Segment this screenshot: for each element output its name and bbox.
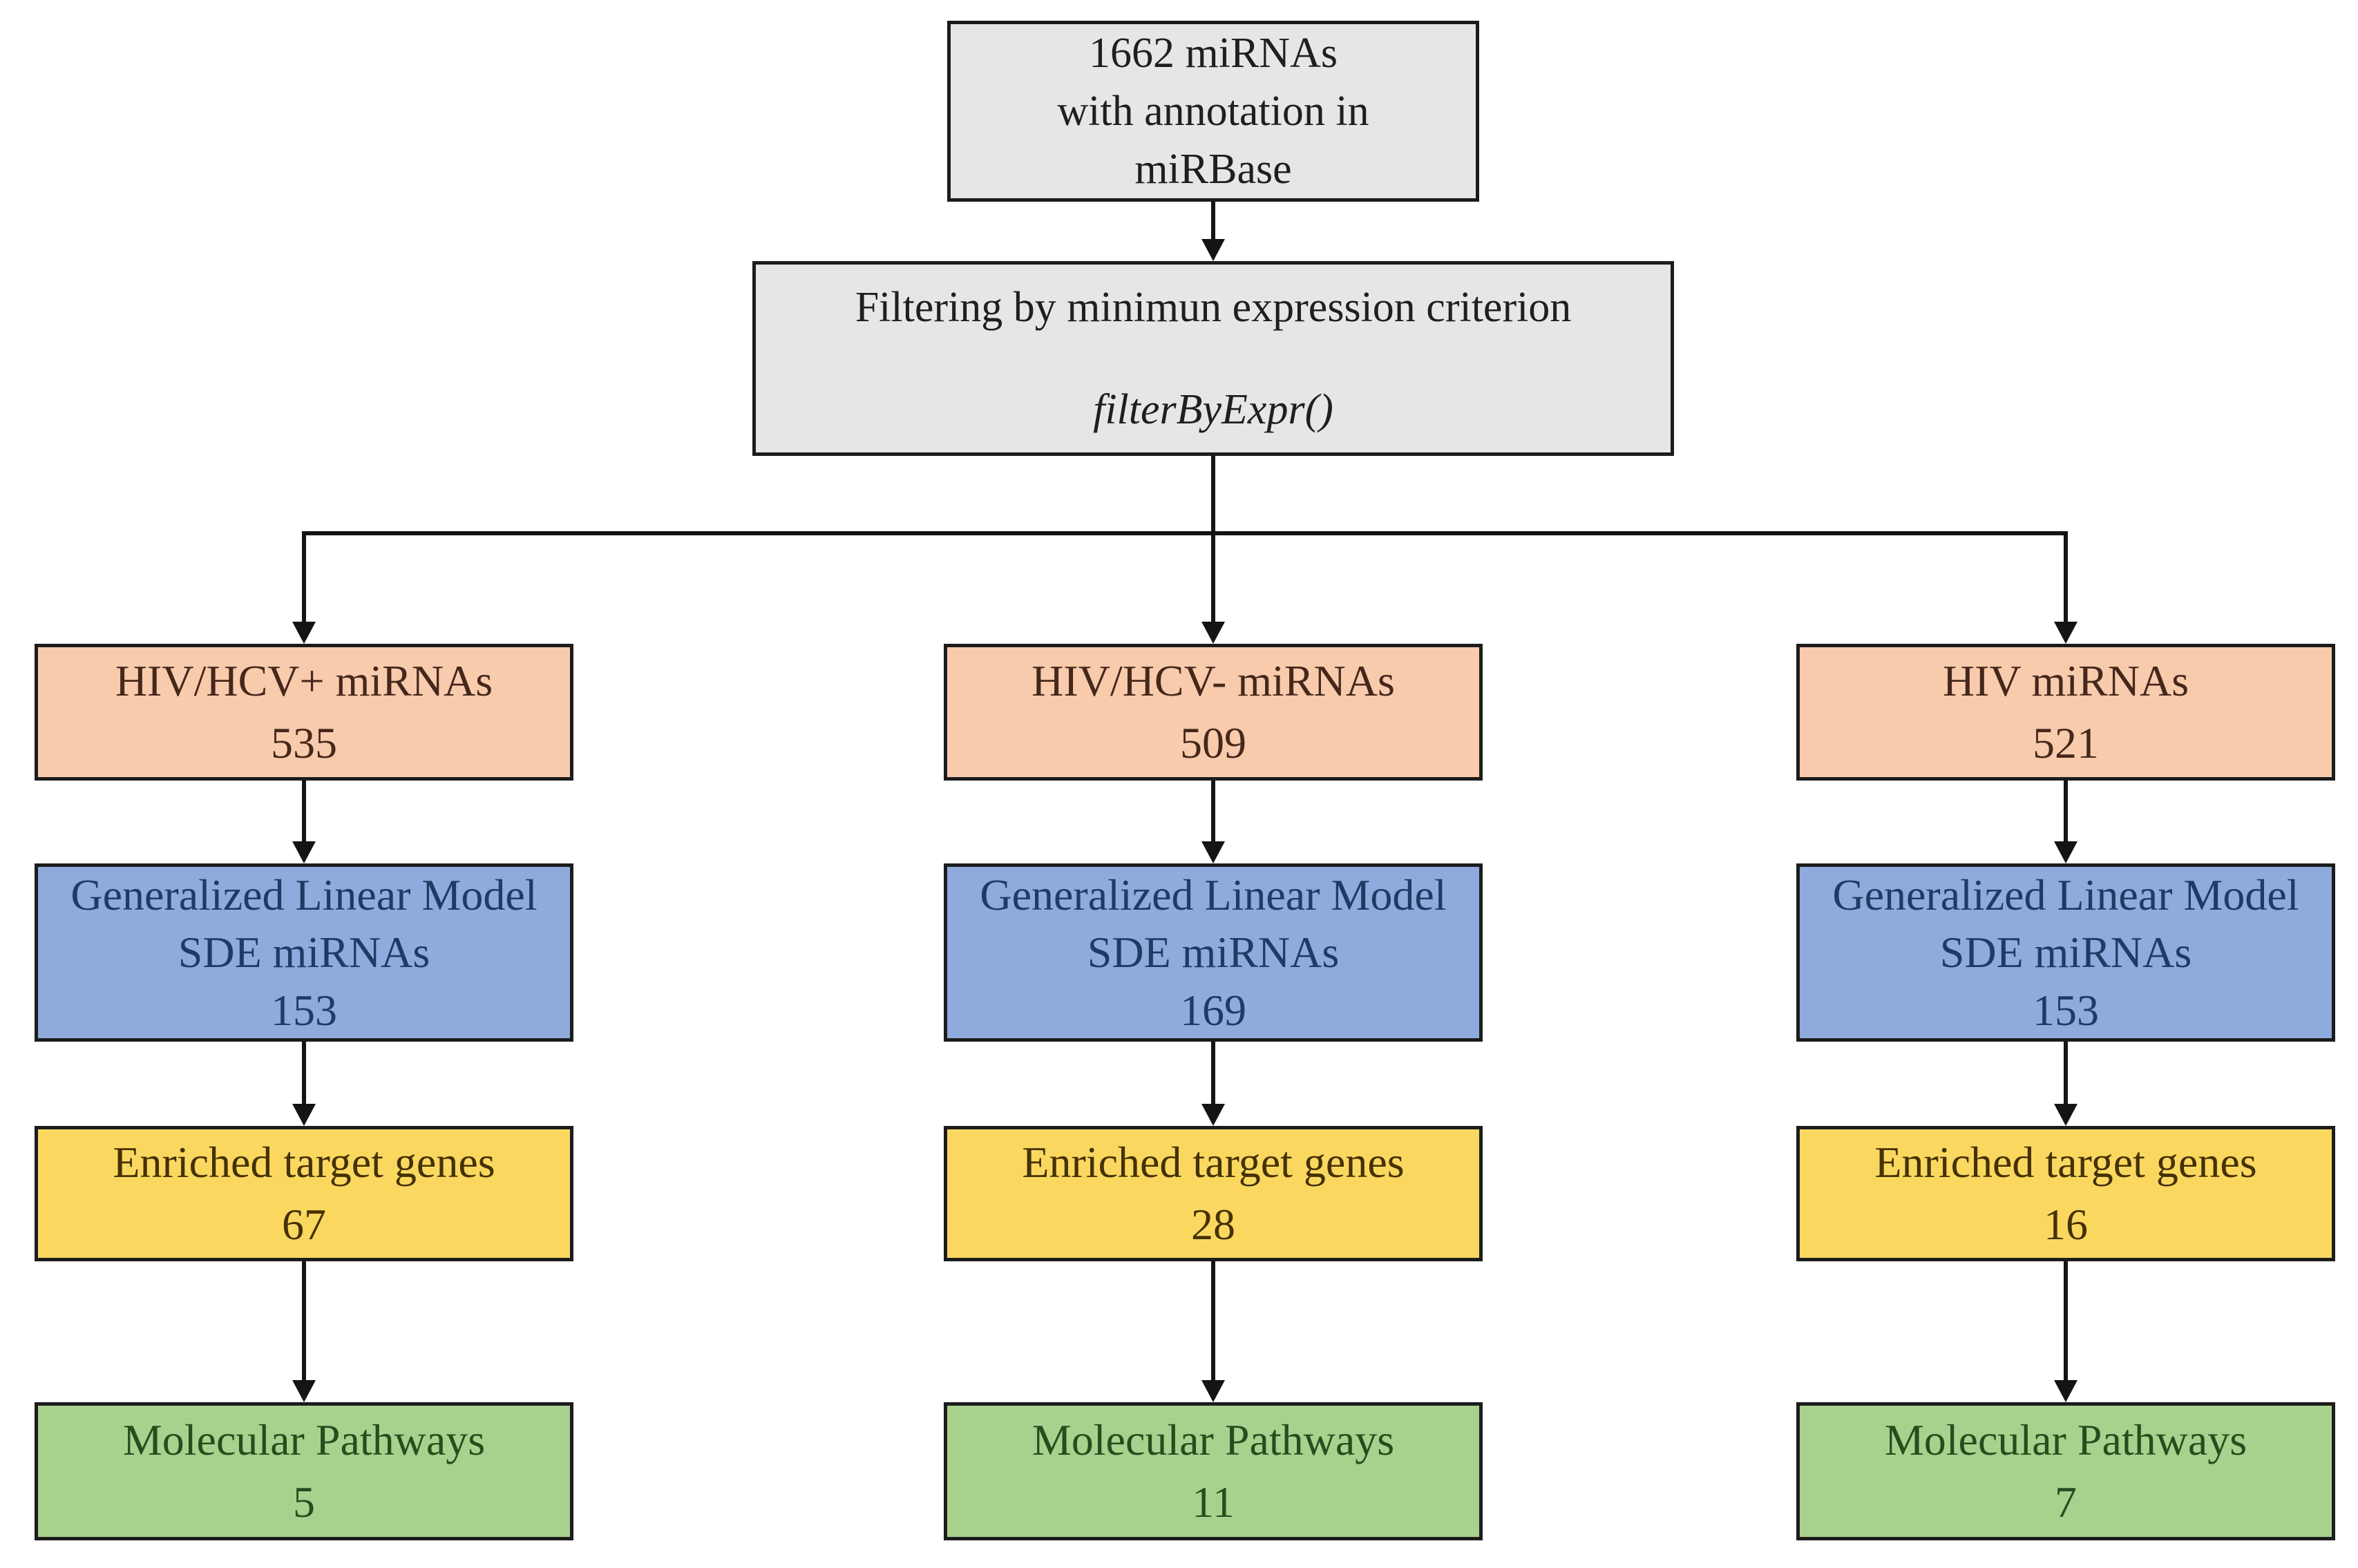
cohort-label: HIV miRNAs (1942, 656, 2189, 706)
cohort-box-hiv-hcv-negative: HIV/HCV- miRNAs 509 (944, 644, 1483, 781)
glm-line-2: SDE miRNAs (178, 928, 430, 977)
glm-count: 153 (2033, 985, 2099, 1035)
cohort-label: HIV/HCV- miRNAs (1031, 656, 1395, 706)
glm-line-1: Generalized Linear Model (980, 870, 1447, 920)
branch-drop-left-head (292, 622, 316, 644)
branch-stem-line (1211, 456, 1215, 533)
pathways-count: 5 (293, 1478, 315, 1527)
arrow-top-to-filter-shaft (1211, 202, 1215, 239)
cohort-box-hiv: HIV miRNAs 521 (1796, 644, 2335, 781)
branch-drop-left-shaft (302, 531, 306, 622)
glm-line-1: Generalized Linear Model (70, 870, 538, 920)
filter-title: Filtering by minimun expression criterio… (855, 283, 1572, 331)
arrow-genes-to-pathways-shaft (2064, 1261, 2068, 1380)
enriched-genes-count: 67 (282, 1200, 326, 1249)
arrow-top-to-filter-head (1201, 239, 1225, 261)
arrow-glm-to-genes-head (2054, 1104, 2077, 1126)
arrow-cohort-to-glm-shaft (1211, 781, 1215, 841)
mirbase-line-1: 1662 miRNAs (1089, 29, 1338, 77)
branch-drop-right-shaft (2064, 531, 2068, 622)
enriched-genes-box-hiv-hcv-positive: Enriched target genes 67 (35, 1126, 573, 1261)
enriched-genes-count: 16 (2044, 1200, 2088, 1249)
pathways-count: 11 (1192, 1478, 1235, 1527)
pathways-label: Molecular Pathways (1884, 1415, 2247, 1465)
branch-drop-middle-shaft (1211, 531, 1215, 622)
glm-line-1: Generalized Linear Model (1832, 870, 2299, 920)
arrow-cohort-to-glm-head (1201, 841, 1225, 863)
pathways-box-hiv: Molecular Pathways 7 (1796, 1402, 2335, 1540)
arrow-glm-to-genes-head (1201, 1104, 1225, 1126)
mirbase-annotation-box: 1662 miRNAs with annotation in miRBase (947, 21, 1479, 202)
mirbase-line-3: miRBase (1134, 146, 1292, 193)
arrow-glm-to-genes-shaft (1211, 1042, 1215, 1104)
glm-box-hiv: Generalized Linear Model SDE miRNAs 153 (1796, 863, 2335, 1042)
glm-box-hiv-hcv-positive: Generalized Linear Model SDE miRNAs 153 (35, 863, 573, 1042)
glm-line-2: SDE miRNAs (1939, 928, 2192, 977)
cohort-label: HIV/HCV+ miRNAs (115, 656, 493, 706)
branch-drop-middle-head (1201, 622, 1225, 644)
enriched-genes-label: Enriched target genes (113, 1138, 495, 1187)
cohort-count: 535 (271, 718, 337, 767)
cohort-box-hiv-hcv-positive: HIV/HCV+ miRNAs 535 (35, 644, 573, 781)
enriched-genes-label: Enriched target genes (1874, 1138, 2257, 1187)
cohort-count: 509 (1180, 718, 1246, 767)
arrow-cohort-to-glm-shaft (302, 781, 306, 841)
pathways-label: Molecular Pathways (122, 1415, 486, 1465)
glm-count: 153 (271, 985, 337, 1035)
arrow-genes-to-pathways-head (2054, 1380, 2077, 1402)
glm-line-2: SDE miRNAs (1087, 928, 1340, 977)
branch-horizontal-line (302, 531, 2068, 535)
pathways-count: 7 (2055, 1478, 2077, 1527)
enriched-genes-label: Enriched target genes (1022, 1138, 1405, 1187)
arrow-glm-to-genes-shaft (302, 1042, 306, 1104)
arrow-genes-to-pathways-shaft (302, 1261, 306, 1380)
pathways-box-hiv-hcv-negative: Molecular Pathways 11 (944, 1402, 1483, 1540)
glm-box-hiv-hcv-negative: Generalized Linear Model SDE miRNAs 169 (944, 863, 1483, 1042)
mirbase-line-2: with annotation in (1057, 87, 1369, 135)
pathways-label: Molecular Pathways (1031, 1415, 1395, 1465)
enriched-genes-count: 28 (1191, 1200, 1235, 1249)
pathways-box-hiv-hcv-positive: Molecular Pathways 5 (35, 1402, 573, 1540)
arrow-cohort-to-glm-shaft (2064, 781, 2068, 841)
branch-drop-right-head (2054, 622, 2077, 644)
filter-function-code: filterByExpr() (1093, 386, 1333, 433)
cohort-count: 521 (2033, 718, 2099, 767)
arrow-cohort-to-glm-head (292, 841, 316, 863)
arrow-genes-to-pathways-shaft (1211, 1261, 1215, 1380)
arrow-glm-to-genes-shaft (2064, 1042, 2068, 1104)
arrow-genes-to-pathways-head (1201, 1380, 1225, 1402)
filter-expression-box: Filtering by minimun expression criterio… (752, 261, 1674, 456)
enriched-genes-box-hiv-hcv-negative: Enriched target genes 28 (944, 1126, 1483, 1261)
arrow-genes-to-pathways-head (292, 1380, 316, 1402)
arrow-cohort-to-glm-head (2054, 841, 2077, 863)
enriched-genes-box-hiv: Enriched target genes 16 (1796, 1126, 2335, 1261)
glm-count: 169 (1180, 985, 1246, 1035)
arrow-glm-to-genes-head (292, 1104, 316, 1126)
